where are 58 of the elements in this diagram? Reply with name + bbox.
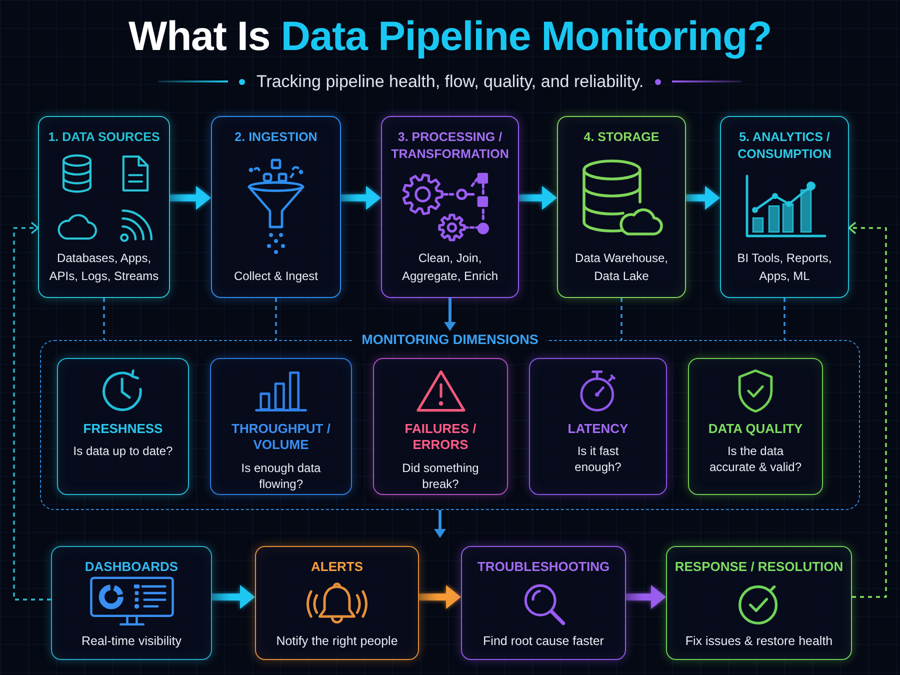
dashed-group-panel [40,331,860,510]
action-card [461,546,626,660]
metric-card [688,358,823,495]
action-card [255,546,419,660]
metric-card [373,358,508,495]
card-text: Find root cause faster [483,632,604,650]
card-title: TROUBLESHOOTING [477,558,610,576]
card-title: 4. STORAGE [584,129,660,146]
card-text: Is data up to date? [73,443,173,460]
action-card [51,546,212,660]
metric-card [529,358,667,495]
card-text: BI Tools, Reports, Apps, ML [736,250,833,285]
card-text: Databases, Apps, APIs, Logs, Streams [48,250,160,285]
dashed-line [784,298,786,340]
card-text: Data Warehouse, Data Lake [574,250,669,285]
card-title: ALERTS [311,558,363,576]
card-title: DASHBOARDS [84,558,178,576]
card-text: Collect & Ingest [234,268,318,285]
arrow [444,298,456,331]
card-title: DATA QUALITY [708,421,803,438]
card-title: 5. ANALYTICS / CONSUMPTION [736,129,832,164]
card-text: Notify the right people [276,632,398,650]
stage-card [381,116,519,298]
card-title: FAILURES / ERRORS [404,421,478,454]
card-text: Did something break? [401,460,480,492]
dashed-arrow [13,222,51,600]
arrow [519,186,557,210]
arrow [341,186,381,210]
card-text: Is enough data flowing? [240,460,322,492]
card-title: 1. DATA SOURCES [48,129,160,146]
title: What Is Data Pipeline Monitoring? [128,12,772,60]
stage-card [211,116,341,298]
group-title: MONITORING DIMENSIONS [354,331,546,349]
arrow [686,186,720,210]
subtitle: Tracking pipeline health, flow, quality, and reliability. [256,71,644,92]
stage-card [38,116,170,298]
dashed-arrow [848,222,887,598]
action-card [666,546,852,660]
card-title: LATENCY [568,421,628,438]
arrow [434,510,446,538]
dashed-line [103,298,105,340]
card-text: Fix issues & restore health [685,632,833,650]
card-title: FRESHNESS [83,421,163,438]
card-text: Real-time visibility [81,632,182,650]
metric-card [210,358,352,495]
card-title: 2. INGESTION [234,129,318,146]
dashed-line [620,298,622,340]
card-title: THROUGHPUT / VOLUME [230,421,332,454]
card-text: Is the data accurate & valid? [708,443,803,476]
stage-card [720,116,849,298]
metric-card [57,358,189,495]
dashed-line [275,298,277,340]
stage-card [557,116,686,298]
card-text: Is it fast enough? [574,443,622,476]
arrow [626,584,666,609]
card-text: Clean, Join, Aggregate, Enrich [400,250,500,285]
card-title: 3. PROCESSING / TRANSFORMATION [390,129,510,164]
card-title: RESPONSE / RESOLUTION [674,558,844,576]
